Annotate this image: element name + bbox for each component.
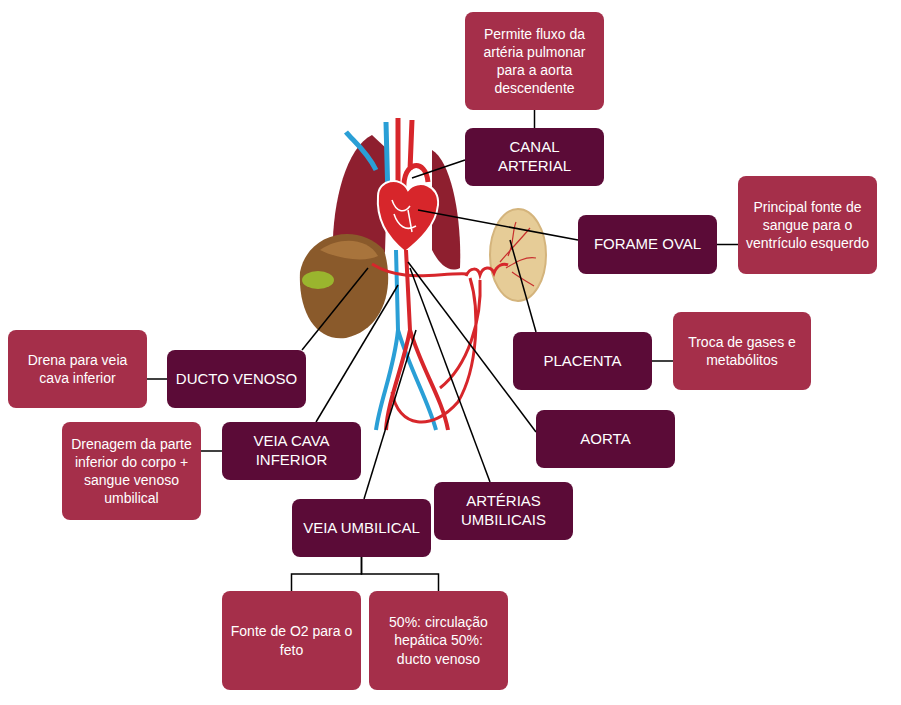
heart-chambers (392, 200, 416, 232)
superior-vessels-red (398, 118, 428, 192)
connector-line (717, 244, 738, 246)
connector-line (652, 360, 673, 362)
connector-line (201, 450, 222, 452)
node-text: CANAL ARTERIAL (473, 138, 596, 176)
node-text: VEIA UMBILICAL (303, 519, 420, 538)
connector-line (534, 110, 536, 128)
leader-line (418, 210, 578, 240)
node-text: 50%: circulação hepática 50%: ducto veno… (377, 613, 500, 668)
description-box: Troca de gases e metabólitos (673, 312, 811, 390)
structure-box: ARTÉRIAS UMBILICAIS (434, 482, 573, 540)
leader-line (302, 268, 368, 350)
description-box: Drena para veia cava inferior (8, 330, 147, 408)
leader-line (364, 330, 416, 499)
structure-box: VEIA UMBILICAL (292, 499, 431, 557)
node-text: FORAME OVAL (594, 235, 701, 254)
structure-box: VEIA CAVA INFERIOR (222, 422, 361, 480)
node-text: Fonte de O2 para o feto (230, 622, 353, 658)
node-text: Drena para veia cava inferior (16, 351, 139, 387)
node-text: ARTÉRIAS UMBILICAIS (442, 492, 565, 530)
structure-box: CANAL ARTERIAL (465, 128, 604, 186)
placenta-organ (490, 209, 546, 301)
structure-box: DUCTO VENOSO (167, 350, 306, 408)
connector-line (362, 557, 439, 591)
node-text: Permite fluxo da artéria pulmonar para a… (473, 25, 596, 98)
umbilical-cord (466, 264, 508, 276)
description-box: Fonte de O2 para o feto (222, 591, 361, 690)
structure-box: PLACENTA (513, 332, 652, 390)
leader-line (510, 240, 536, 332)
node-text: Troca de gases e metabólitos (681, 333, 803, 369)
umbilical-vein (372, 264, 468, 276)
node-text: VEIA CAVA INFERIOR (230, 432, 353, 470)
node-text: PLACENTA (543, 352, 621, 371)
description-box: Principal fonte de sangue para o ventríc… (738, 176, 877, 274)
node-text: DUCTO VENOSO (176, 370, 297, 389)
leader-line (412, 160, 465, 178)
node-text: Principal fonte de sangue para o ventríc… (746, 198, 869, 253)
node-text: Drenagem da parte inferior do corpo + sa… (70, 435, 193, 508)
gallbladder (302, 271, 334, 289)
connector-line (147, 378, 167, 380)
description-box: Permite fluxo da artéria pulmonar para a… (465, 12, 604, 110)
connector-line (292, 557, 362, 591)
liver-shade (320, 241, 378, 260)
node-text: AORTA (580, 430, 630, 449)
description-box: 50%: circulação hepática 50%: ducto veno… (369, 591, 508, 690)
description-box: Drenagem da parte inferior do corpo + sa… (62, 422, 201, 520)
leader-line (410, 268, 490, 482)
structure-box: AORTA (536, 410, 675, 468)
heart (378, 181, 438, 252)
leader-line (316, 285, 398, 422)
structure-box: FORAME OVAL (578, 215, 717, 274)
